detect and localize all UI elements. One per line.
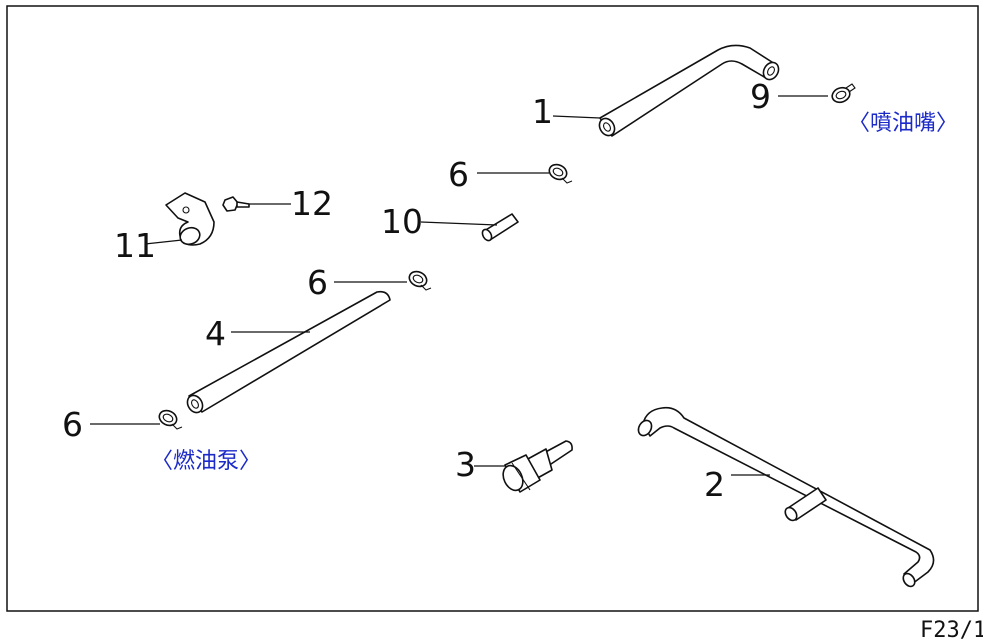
part-2-branch-hose <box>637 406 935 588</box>
part-3-connector-fitting <box>502 440 573 493</box>
part-4-straight-hose <box>186 290 391 414</box>
callout-10: 10 <box>381 202 423 241</box>
part-6-hose-clamp-middle <box>408 270 432 291</box>
note-injector: 〈噴油嘴〉 <box>848 111 958 136</box>
callout-11: 11 <box>114 226 156 265</box>
part-6-hose-clamp-upper <box>548 163 573 184</box>
callout-2: 2 <box>704 465 725 504</box>
callout-1: 1 <box>532 92 553 131</box>
leader-10 <box>420 221 498 226</box>
figure-code: F23/1 <box>920 618 983 643</box>
callout-9: 9 <box>750 77 771 116</box>
part-12-bolt <box>222 196 250 212</box>
part-10-short-pipe <box>481 213 519 242</box>
part-9-hose-clamp <box>831 83 856 104</box>
note-fuel-pump: 〈燃油泵〉 <box>151 449 261 474</box>
callout-12: 12 <box>291 184 333 223</box>
callout-4: 4 <box>205 314 226 353</box>
callout-6-middle: 6 <box>307 263 328 302</box>
callout-3: 3 <box>455 445 476 484</box>
part-1-bent-hose <box>598 44 780 137</box>
part-11-p-clip <box>165 192 215 246</box>
diagram-frame <box>6 5 979 612</box>
callout-6-lower: 6 <box>62 405 83 444</box>
leader-1 <box>552 115 601 119</box>
callout-6-upper: 6 <box>448 155 469 194</box>
leader-11 <box>144 239 183 245</box>
part-6-hose-clamp-lower <box>158 409 183 430</box>
